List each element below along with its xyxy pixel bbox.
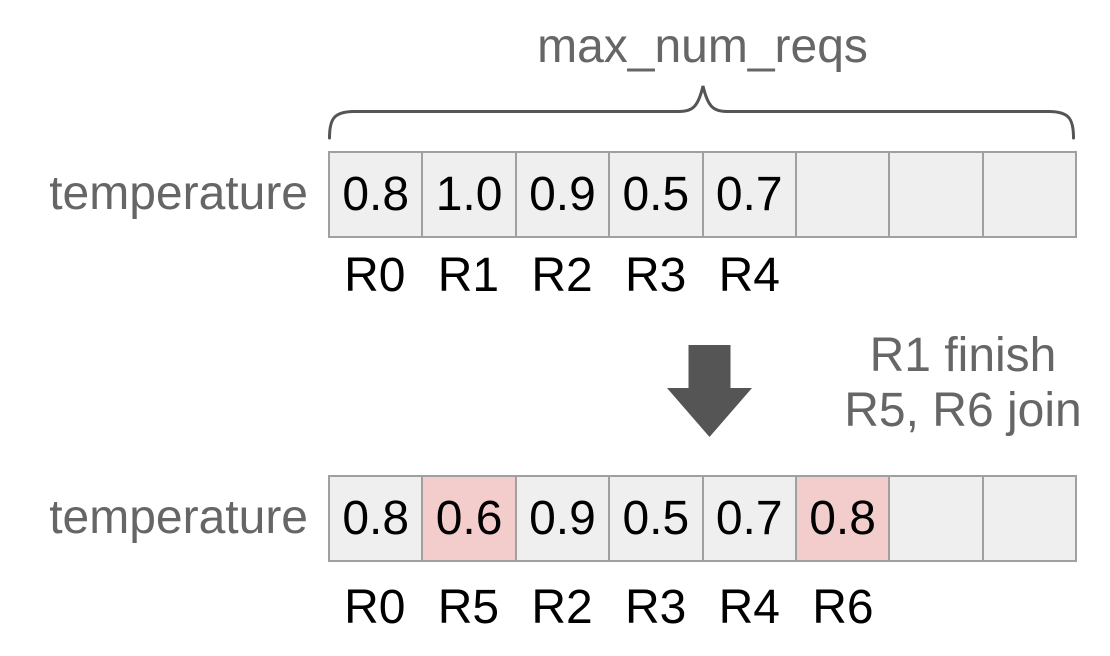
request-id-label: R4 bbox=[718, 249, 780, 302]
array-cell: 0.8 bbox=[796, 477, 889, 560]
request-labels-before: R0 R1 R2 R3 R4 bbox=[328, 248, 1077, 304]
request-id-label bbox=[983, 248, 1077, 304]
request-id-label: R6 bbox=[812, 581, 874, 634]
request-labels-after: R0 R5 R2 R3 R4 R6 bbox=[328, 580, 1077, 636]
array-cell: 0.8 bbox=[330, 477, 422, 560]
request-id-label: R0 bbox=[344, 249, 406, 302]
array-cell bbox=[796, 153, 889, 236]
array-cell: 0.5 bbox=[610, 477, 702, 560]
request-id-label: R2 bbox=[531, 581, 593, 634]
array-cell bbox=[983, 153, 1075, 236]
max-num-reqs-label: max_num_reqs bbox=[537, 20, 868, 73]
array-cell: 0.7 bbox=[703, 153, 795, 236]
request-id-label bbox=[890, 580, 984, 636]
array-cell bbox=[890, 153, 982, 236]
transition-note-line1: R1 finish bbox=[869, 329, 1057, 382]
transition-note-line2: R5, R6 join bbox=[844, 384, 1082, 437]
request-id-label: R0 bbox=[344, 581, 406, 634]
request-id-label: R3 bbox=[625, 581, 687, 634]
array-cell bbox=[890, 477, 982, 560]
array-cell: 0.9 bbox=[516, 477, 609, 560]
transition-note: R1 finish R5, R6 join bbox=[830, 328, 1096, 438]
request-id-label: R1 bbox=[437, 249, 500, 302]
request-id-label bbox=[796, 248, 890, 304]
request-id-label bbox=[983, 580, 1077, 636]
temperature-label-after: temperature bbox=[49, 491, 308, 544]
array-cell: 0.6 bbox=[423, 477, 515, 560]
request-id-label: R4 bbox=[718, 581, 780, 634]
temperature-label-before: temperature bbox=[49, 167, 308, 220]
array-cell: 0.8 bbox=[330, 153, 422, 236]
array-cell: 0.7 bbox=[703, 477, 795, 560]
array-cell bbox=[983, 477, 1075, 560]
request-id-label bbox=[890, 248, 984, 304]
array-cell: 0.9 bbox=[516, 153, 609, 236]
request-id-label: R2 bbox=[531, 249, 593, 302]
down-arrow-icon bbox=[667, 345, 752, 437]
request-id-label: R5 bbox=[437, 581, 500, 634]
array-cell: 1.0 bbox=[423, 153, 515, 236]
array-cell: 0.5 bbox=[610, 153, 702, 236]
curly-brace bbox=[328, 85, 1075, 140]
request-id-label: R3 bbox=[625, 249, 687, 302]
